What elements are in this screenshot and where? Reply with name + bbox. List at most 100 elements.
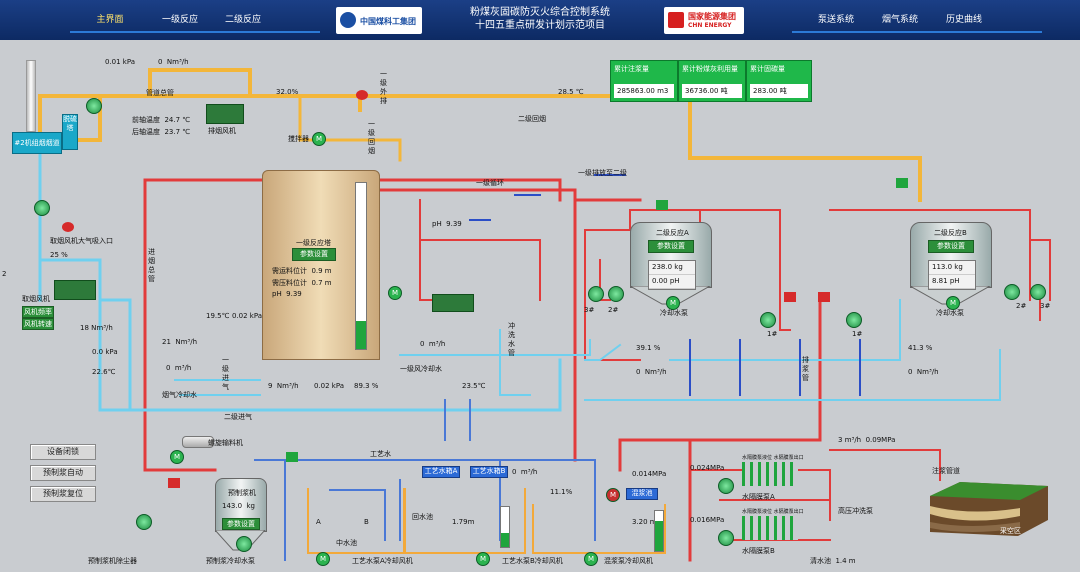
nav-stage1[interactable]: 一级反应 <box>161 15 198 25</box>
screw-motor[interactable]: M <box>170 450 184 464</box>
process-water-valve[interactable] <box>286 452 298 462</box>
reactor-a-pump2[interactable] <box>608 286 624 302</box>
reactor-a-panel: 238.0 kg 0.00 pH <box>648 260 696 290</box>
reactor-b-panel: 113.0 kg 8.81 pH <box>928 260 976 290</box>
reactor-b-ph: 8.81 pH <box>929 275 975 289</box>
mix-fan-label: 混浆泵冷却风机 <box>604 557 653 565</box>
reactor-a-param-button[interactable]: 参数设置 <box>648 240 694 253</box>
total-ash-label: 累计粉煤灰利用量 <box>682 65 738 73</box>
stage1-pump-icon[interactable] <box>432 294 474 312</box>
reactor-a-pump3[interactable] <box>588 286 604 302</box>
cool-fan-a-label: 工艺水泵A冷却风机 <box>352 557 413 565</box>
reactor-b[interactable] <box>910 222 992 288</box>
nav-underline-left <box>70 31 320 33</box>
premix-valve[interactable] <box>168 478 180 488</box>
reactor-b-param-button[interactable]: 参数设置 <box>928 240 974 253</box>
stage1-ph: pH 9.39 <box>272 290 302 298</box>
stage1-out-valve[interactable] <box>356 90 368 100</box>
reactor-b-pump3[interactable] <box>1030 284 1046 300</box>
ph-top: pH 9.39 <box>432 220 462 228</box>
num-3a: 3# <box>584 306 595 314</box>
pct-413: 41.3 % <box>908 344 933 352</box>
pump-b-body[interactable] <box>742 516 798 540</box>
pump-a-label: 水隔膜泵A <box>742 493 775 501</box>
total-carbon-label: 累计固碳量 <box>750 65 785 73</box>
total-ash-box: 累计粉煤灰利用量 36736.00 吨 <box>678 60 746 102</box>
dust-pump-icon[interactable] <box>136 514 152 530</box>
total-ash-value: 36736.00 吨 <box>682 84 742 98</box>
pct-111: 11.1% <box>550 488 573 496</box>
top-bar <box>0 0 1080 40</box>
side-number: 2 <box>2 270 7 278</box>
label-b: B <box>364 518 369 526</box>
tank-a[interactable]: 工艺水箱A <box>422 466 460 478</box>
mix-level-bar <box>654 510 664 552</box>
premix-label: 预制浆机 <box>228 489 256 497</box>
screw-label: 螺旋输料机 <box>208 439 243 447</box>
nav-history[interactable]: 历史曲线 <box>945 15 982 25</box>
intake-fan-icon[interactable] <box>54 280 96 300</box>
top-pump-icon[interactable] <box>86 98 102 114</box>
flow-21: 21 Nm³/h <box>162 338 198 346</box>
mid-pool-label: 中水池 <box>336 539 357 547</box>
cool-water: 一级风冷却水 <box>400 365 442 373</box>
diaphragm-pump-b[interactable] <box>718 530 734 546</box>
wash-water: 冲洗水管 <box>508 322 515 357</box>
num-3b: 3# <box>1040 302 1051 310</box>
reactor-a-motor[interactable]: M <box>666 296 680 310</box>
intake-pump-icon[interactable] <box>34 200 50 216</box>
premix-value: 143.0 kg <box>222 502 255 510</box>
cool-fan-a-motor[interactable]: M <box>316 552 330 566</box>
reactor-b-drain-valve[interactable] <box>818 292 830 302</box>
stirrer-motor[interactable]: M <box>312 132 326 146</box>
cool-fan-b-label: 工艺水泵B冷却风机 <box>502 557 563 565</box>
bottom-flow: 3 m³/h 0.09MPa <box>838 436 896 444</box>
premix-reset-button[interactable]: 预制浆复位 <box>30 486 96 502</box>
mixer-motor[interactable]: M <box>606 488 620 502</box>
reactor-b-motor[interactable]: M <box>946 296 960 310</box>
intake-valve[interactable] <box>62 222 74 232</box>
reactor-b-pump1[interactable] <box>846 312 862 328</box>
flow-b: 0 Nm³/h <box>908 368 939 376</box>
nav-main[interactable]: 主界面 <box>96 15 124 25</box>
tank-b[interactable]: 工艺水箱B <box>470 466 508 478</box>
reactor-b-pump2[interactable] <box>1004 284 1020 300</box>
back-flush-label: 高压冲洗泵 <box>838 507 873 515</box>
premix-param-button[interactable]: 参数设置 <box>222 518 260 530</box>
nav-pump[interactable]: 泵送系统 <box>817 15 854 25</box>
goaf-ground <box>930 482 1048 536</box>
stage1-motor[interactable]: M <box>388 286 402 300</box>
nav-stage2[interactable]: 二级反应 <box>224 15 261 25</box>
diaphragm-pump-a[interactable] <box>718 478 734 494</box>
stage1-loop: 一级循环 <box>476 179 504 187</box>
gas-cool: 烟气冷却水 <box>162 391 197 399</box>
kpa-002b: 0.02 kPa <box>314 382 345 390</box>
flow-a: 0 Nm³/h <box>636 368 667 376</box>
cool-fan-b-motor[interactable]: M <box>476 552 490 566</box>
stirrer-label: 搅拌器 <box>288 135 309 143</box>
exhaust-fan-icon[interactable] <box>206 104 244 124</box>
flow-0: 0 m³/h <box>166 364 192 372</box>
interlock-button[interactable]: 设备闭锁 <box>30 444 96 460</box>
reactor-a-inlet-valve[interactable] <box>656 200 668 210</box>
stage1-param-button[interactable]: 参数设置 <box>292 248 336 261</box>
screw-conveyor[interactable] <box>182 436 214 448</box>
num-2a: 2# <box>608 306 619 314</box>
page-title: 粉煤灰固碳防灭火综合控制系统 十四五重点研发计划示范项目 <box>432 6 648 32</box>
pump-a-body[interactable] <box>742 462 798 486</box>
premix-pump-icon[interactable] <box>236 536 252 552</box>
nav-gas[interactable]: 烟气系统 <box>881 15 918 25</box>
premix-auto-button[interactable]: 预制浆自动 <box>30 465 96 481</box>
stage1-to2: 一级排放至二级 <box>578 169 627 177</box>
reactor-a-drain-valve[interactable] <box>784 292 796 302</box>
level-upper: 需运料位计 0.9 m <box>272 267 332 275</box>
reactor-a-pump1[interactable] <box>760 312 776 328</box>
exhaust-fan-label: 排烟风机 <box>208 127 236 135</box>
bypass-label: 管道总管 <box>146 89 174 97</box>
mix-fan-motor[interactable]: M <box>584 552 598 566</box>
total-grout-box: 累计注浆量 285863.00 m3 <box>610 60 678 102</box>
reactor-b-inlet-valve[interactable] <box>896 178 908 188</box>
level-179: 1.79m <box>452 518 475 526</box>
top-kpa: 0.01 kPa <box>105 58 136 66</box>
stage1-reactor-label: 一级反应塔 <box>296 239 331 247</box>
